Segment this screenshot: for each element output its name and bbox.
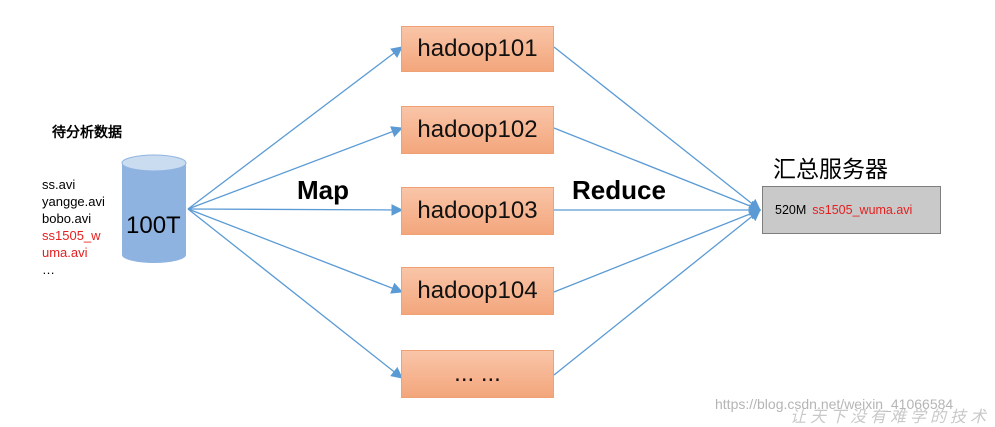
reduce-arrow [553, 208, 762, 293]
file-item-highlighted: ss1505_w [42, 228, 101, 243]
node-hadoop101: hadoop101 [401, 26, 554, 72]
node-hadoop103: hadoop103 [401, 187, 554, 235]
node-hadoop104: hadoop104 [401, 267, 554, 315]
file-list: ss.avi yangge.avi bobo.avi ss1505_w uma.… [42, 176, 105, 278]
aggregation-server-box: 520M ss1505_wuma.avi [762, 186, 941, 234]
reduce-arrow [553, 209, 761, 376]
reduce-arrow [553, 46, 761, 211]
file-item: bobo.avi [42, 211, 92, 226]
reduce-arrow [553, 127, 762, 212]
node-more: ... ... [401, 350, 554, 398]
result-file: ss1505_wuma.avi [812, 203, 913, 217]
file-item: ss.avi [42, 177, 76, 192]
node-hadoop102: hadoop102 [401, 106, 554, 154]
file-item: yangge.avi [42, 194, 105, 209]
aggregation-server-title: 汇总服务器 [773, 157, 888, 183]
map-arrow [187, 204, 404, 216]
reduce-arrows [553, 46, 762, 376]
result-size: 520M [775, 203, 807, 217]
watermark-url: https://blog.csdn.net/weixin_41066584 [715, 396, 954, 412]
map-arrow [187, 208, 404, 294]
map-arrow [187, 126, 404, 210]
map-arrow [187, 46, 403, 210]
reduce-phase-label: Reduce [572, 175, 666, 205]
file-item-ellipsis: … [42, 262, 55, 277]
watermark-stamp: 让天下没有难学的技术 [790, 407, 991, 426]
map-phase-label: Map [297, 175, 349, 205]
source-data-title: 待分析数据 [52, 125, 122, 141]
file-item-highlighted: uma.avi [42, 245, 88, 260]
storage-cylinder [121, 154, 187, 263]
map-arrows [187, 46, 404, 379]
map-arrow [187, 208, 403, 379]
storage-size-label: 100T [126, 212, 181, 239]
